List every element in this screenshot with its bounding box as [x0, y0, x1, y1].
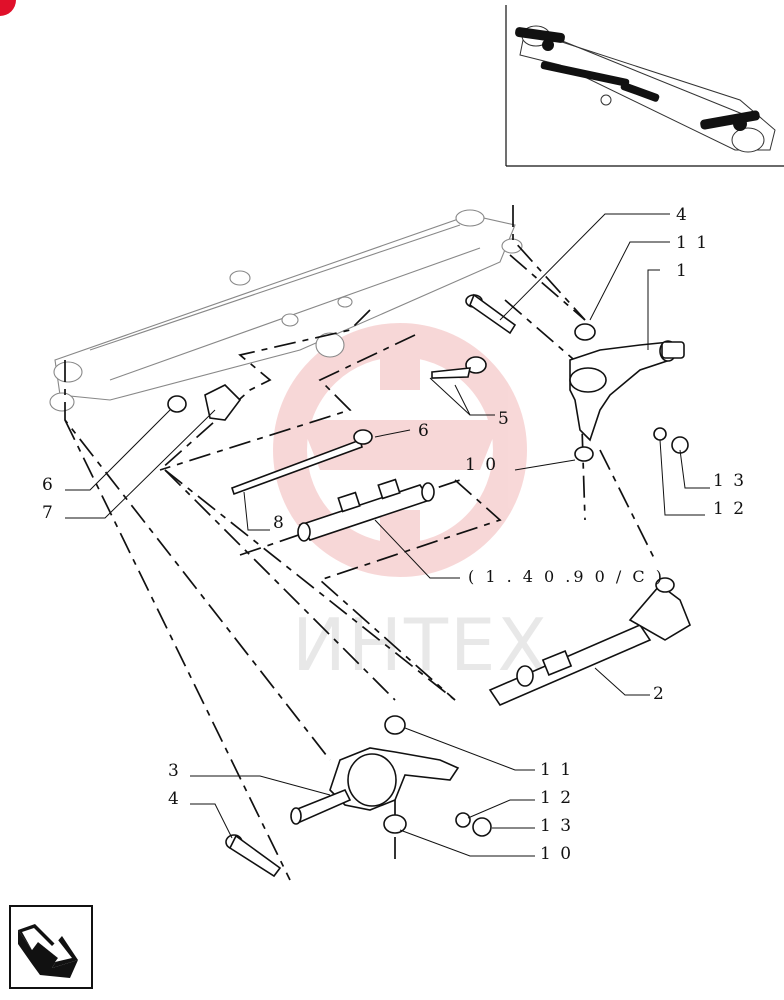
callout-1: 1 — [676, 261, 689, 281]
steering-knuckle-lower — [290, 715, 460, 825]
callout-6-mid: 6 — [418, 421, 431, 441]
corner-badge — [0, 0, 16, 16]
fasteners-upper — [431, 356, 689, 462]
callout-6-left: 6 — [42, 475, 55, 495]
callout-10-bottom: 1 0 — [540, 844, 573, 864]
callout-4-bottom: 4 — [168, 789, 181, 809]
locator-thumbnail — [505, 5, 784, 167]
axle-beam — [49, 209, 523, 412]
watermark: ИНТЕХ — [273, 323, 549, 687]
callout-labels: 4 1 1 1 5 6 1 0 1 3 1 2 6 7 8 2 1 1 3 4 … — [42, 205, 746, 864]
callout-2: 2 — [653, 684, 666, 704]
callout-7: 7 — [42, 503, 55, 523]
callout-11-bottom: 1 1 — [540, 760, 573, 780]
callout-10-mid: 1 0 — [465, 455, 498, 475]
leader-lines — [65, 213, 710, 857]
fasteners-lower — [383, 812, 492, 837]
steering-cylinder — [230, 429, 435, 542]
callout-8: 8 — [273, 513, 286, 533]
callout-3: 3 — [168, 761, 181, 781]
callout-13-bottom: 1 3 — [540, 816, 573, 836]
callout-12-mid: 1 2 — [713, 499, 746, 519]
pin-left — [167, 384, 242, 421]
watermark-text: ИНТЕХ — [292, 603, 549, 687]
callout-12-bottom: 1 2 — [540, 788, 573, 808]
tie-rod — [488, 577, 691, 706]
callout-5: 5 — [498, 409, 511, 429]
callout-11-top: 1 1 — [676, 233, 709, 253]
reference-label: ( 1 . 4 0 .9 0 / C ) — [468, 567, 665, 586]
bolt-lower — [225, 834, 282, 878]
bolt-upper — [465, 293, 517, 335]
next-page-arrow-icon[interactable] — [9, 905, 93, 989]
steering-knuckle-upper — [569, 323, 685, 442]
callout-4-top: 4 — [676, 205, 689, 225]
callout-13-mid: 1 3 — [713, 471, 746, 491]
